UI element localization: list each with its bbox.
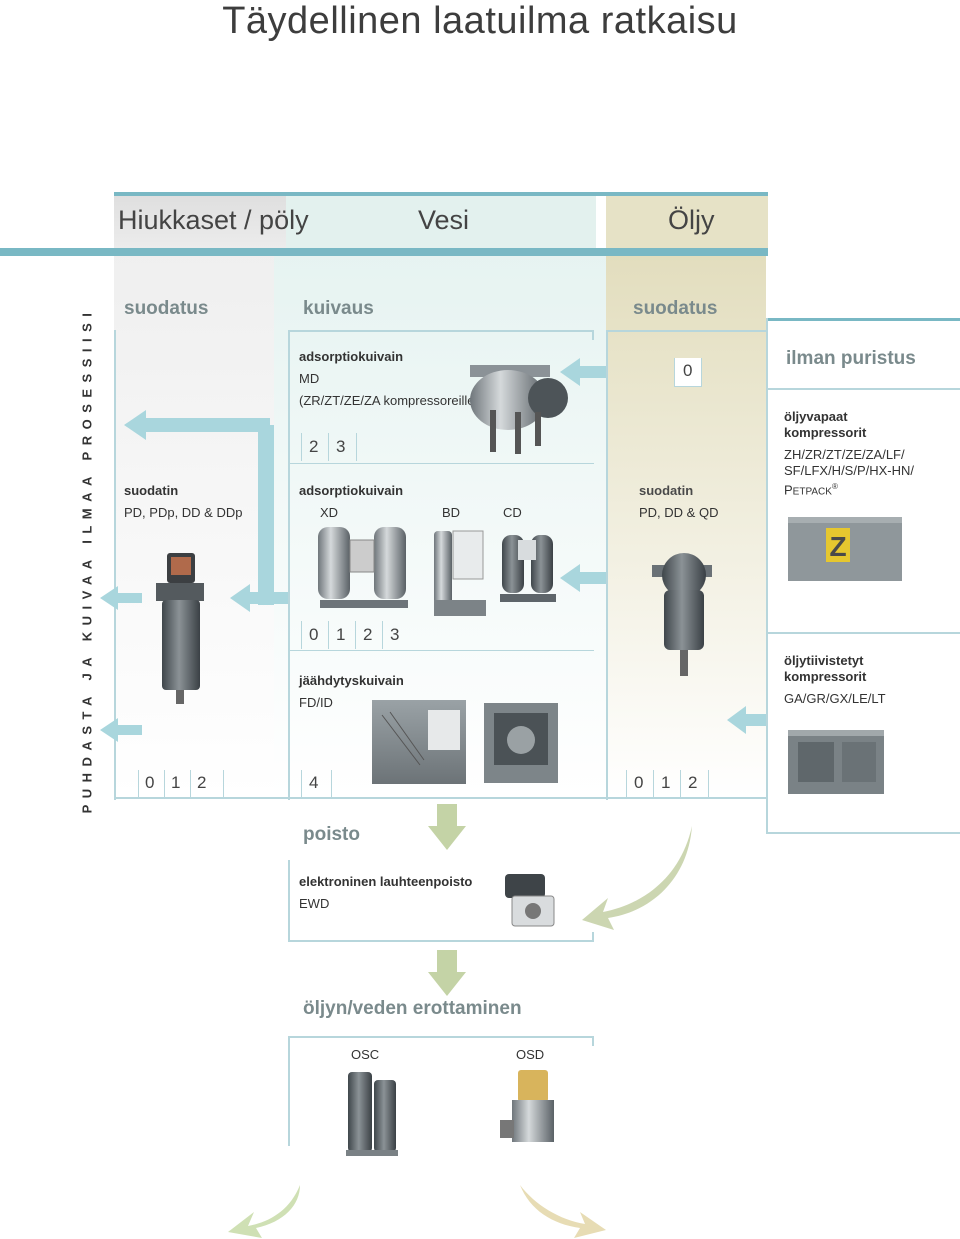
arrow-left-icon [100, 718, 142, 742]
adsorption-md-label: adsorptiokuivain [299, 349, 404, 364]
filter-right-label: suodatin [639, 483, 694, 498]
svg-text:Z: Z [829, 531, 846, 562]
dryer-id-image [484, 703, 558, 783]
filter-left-models: PD, PDp, DD & DDp [124, 505, 243, 520]
adsorption-xd-label: adsorptiokuivain [299, 483, 404, 498]
level-1: 1 [164, 770, 197, 798]
dryer-xd-image [318, 527, 408, 608]
compressed-air-heading: ilman puristus [786, 348, 916, 369]
section-filter-left: suodatus [124, 298, 209, 319]
osc-label: OSC [351, 1047, 380, 1062]
arrow-left-icon [124, 410, 270, 440]
drain-ewd-image [505, 874, 555, 927]
dryer-cd-image [500, 535, 556, 602]
filter-pd-image [156, 553, 204, 704]
arrow-down-icon [428, 950, 466, 996]
model-bd: BD [442, 505, 461, 520]
level-3: 3 [328, 433, 357, 461]
dryer-md-image [470, 365, 568, 454]
refrigerant-label: jäähdytyskuivain [299, 673, 404, 688]
compressor-ga-image [788, 730, 884, 794]
category-particles: Hiukkaset / pöly [118, 205, 309, 235]
level-4: 4 [301, 770, 332, 798]
level-2: 2 [680, 770, 709, 798]
level-3: 3 [382, 621, 410, 649]
level-2: 2 [355, 621, 383, 649]
section-drying: kuivaus [303, 298, 374, 319]
model-cd: CD [503, 505, 522, 520]
drain-model: EWD [299, 896, 330, 911]
level-1: 1 [328, 621, 356, 649]
section-drain: poisto [303, 824, 360, 845]
dryer-bd-image [434, 530, 486, 616]
arrow-left-icon [727, 706, 766, 734]
page-title: Täydellinen laatuilma ratkaisu [222, 0, 738, 42]
curved-arrow-icon [582, 826, 692, 930]
separator-osd-image [500, 1070, 554, 1142]
model-xd: XD [320, 505, 339, 520]
section-separation: öljyn/veden erottaminen [303, 998, 522, 1019]
level-2: 2 [190, 770, 224, 798]
oil-free-models: ZH/ZR/ZT/ZE/ZA/LF/ SF/LFX/H/S/P/HX-HN/ P… [784, 447, 915, 498]
level-0: 0 [138, 770, 171, 798]
adsorption-md-note: (ZR/ZT/ZE/ZA kompressoreille) [299, 393, 479, 408]
filter-right-models: PD, DD & QD [639, 505, 719, 520]
arrow-left-icon [560, 358, 606, 386]
filter-qd-image [652, 553, 712, 676]
compressor-z-image: Z [788, 517, 902, 581]
arrow-down-icon [428, 804, 466, 850]
refrigerant-model: FD/ID [299, 695, 333, 710]
level-0: 0 [301, 621, 329, 649]
drain-label: elektroninen lauhteenpoisto [299, 874, 473, 889]
adsorption-md-model: MD [299, 371, 320, 386]
level-0: 0 [626, 770, 654, 798]
oil-injected-models: GA/GR/GX/LE/LT [784, 691, 886, 706]
category-oil: Öljy [668, 205, 715, 235]
level-2: 2 [301, 433, 329, 461]
filter-right-top-level: 0 [674, 358, 702, 387]
curved-arrow-icon [228, 1185, 300, 1238]
separator-osc-image [346, 1072, 398, 1156]
section-filter-right: suodatus [633, 298, 718, 319]
arrow-left-icon [560, 564, 606, 592]
curved-arrow-icon [520, 1185, 606, 1238]
dryer-fd-image [372, 700, 466, 784]
filter-left-label: suodatin [124, 483, 179, 498]
arrow-left-icon [100, 586, 142, 610]
level-1: 1 [653, 770, 681, 798]
osd-label: OSD [516, 1047, 545, 1062]
category-water: Vesi [418, 205, 470, 235]
